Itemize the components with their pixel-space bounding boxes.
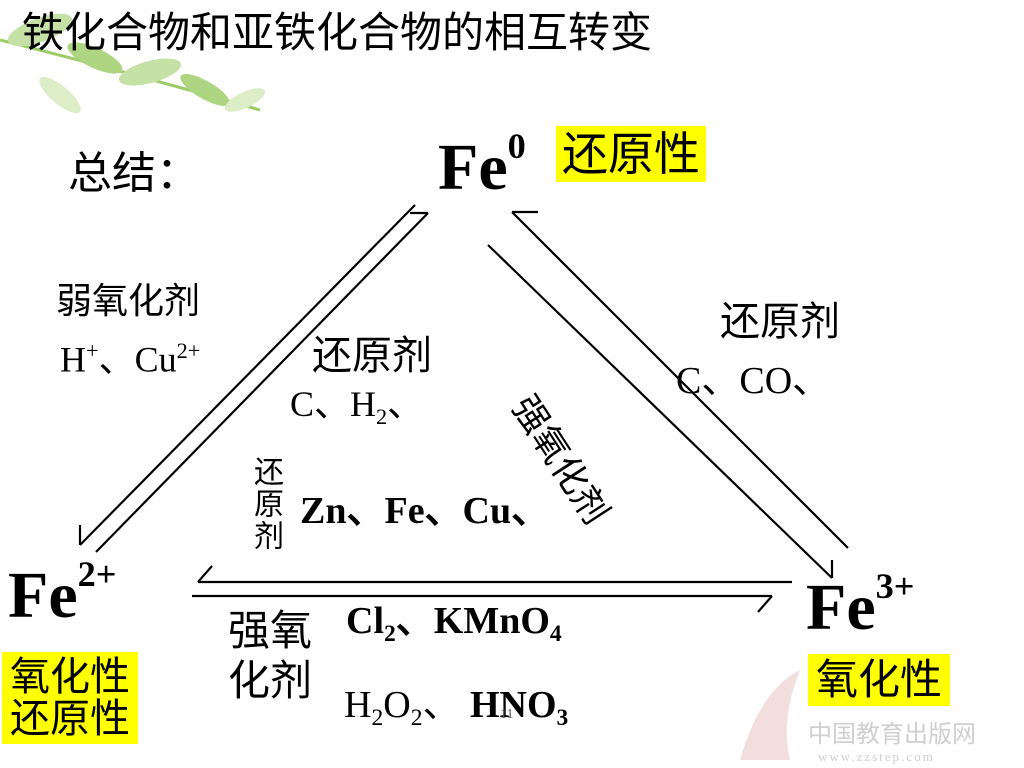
summary-label: 总结： — [68, 148, 200, 199]
weak-oxidizer-label: 弱氧化剂 — [56, 281, 201, 322]
node-fe2: Fe2+ — [8, 554, 117, 632]
arrow-fe0-to-fe3 — [487, 244, 833, 579]
node-fe3: Fe3+ — [806, 566, 915, 644]
fe2-property-reducing: 还原性 — [10, 696, 130, 742]
fe2-property-oxidizing: 氧化性 — [10, 654, 130, 700]
reducer-bottom-reagents: Zn、Fe、Cu、 — [300, 490, 550, 532]
weak-oxidizer-reagents: H+、Cu2+ — [60, 338, 201, 380]
arrow-fe0-to-fe2 — [79, 204, 416, 546]
reducer-fe3-reagents: C、CO、 — [676, 360, 831, 402]
watermark-url: www.zzstep.com — [818, 749, 935, 764]
watermark-text: 中国教育出版网 — [808, 720, 976, 748]
fe2-property-badge: 氧化性 还原性 — [2, 652, 138, 744]
arrow-fe2-to-fe0 — [95, 212, 429, 553]
strong-oxidizer-reagents-line-1: Cl2、KMnO4 — [346, 600, 562, 648]
page-title: 铁化合物和亚铁化合物的相互转变 — [22, 8, 653, 57]
fe0-property-badge: 还原性 — [556, 126, 706, 183]
strong-oxidizer-reagents-line-2: H2O2、 HNO3 — [344, 684, 569, 732]
strong-oxidizer-bottom-label: 强氧 化剂 — [228, 606, 313, 706]
reducer-fe2-reagents: C、H2、 — [290, 384, 424, 429]
page-number: 11 — [500, 707, 514, 722]
reducer-fe2-label: 还原剂 — [312, 333, 432, 379]
fe3-property-badge: 氧化性 — [808, 654, 951, 707]
arrow-fe3-to-fe0 — [511, 211, 849, 549]
reducer-fe3-label: 还原剂 — [720, 299, 840, 345]
reducer-bottom-vertical-label: 还原剂 — [248, 456, 283, 552]
node-fe0: Fe0 — [438, 126, 526, 204]
